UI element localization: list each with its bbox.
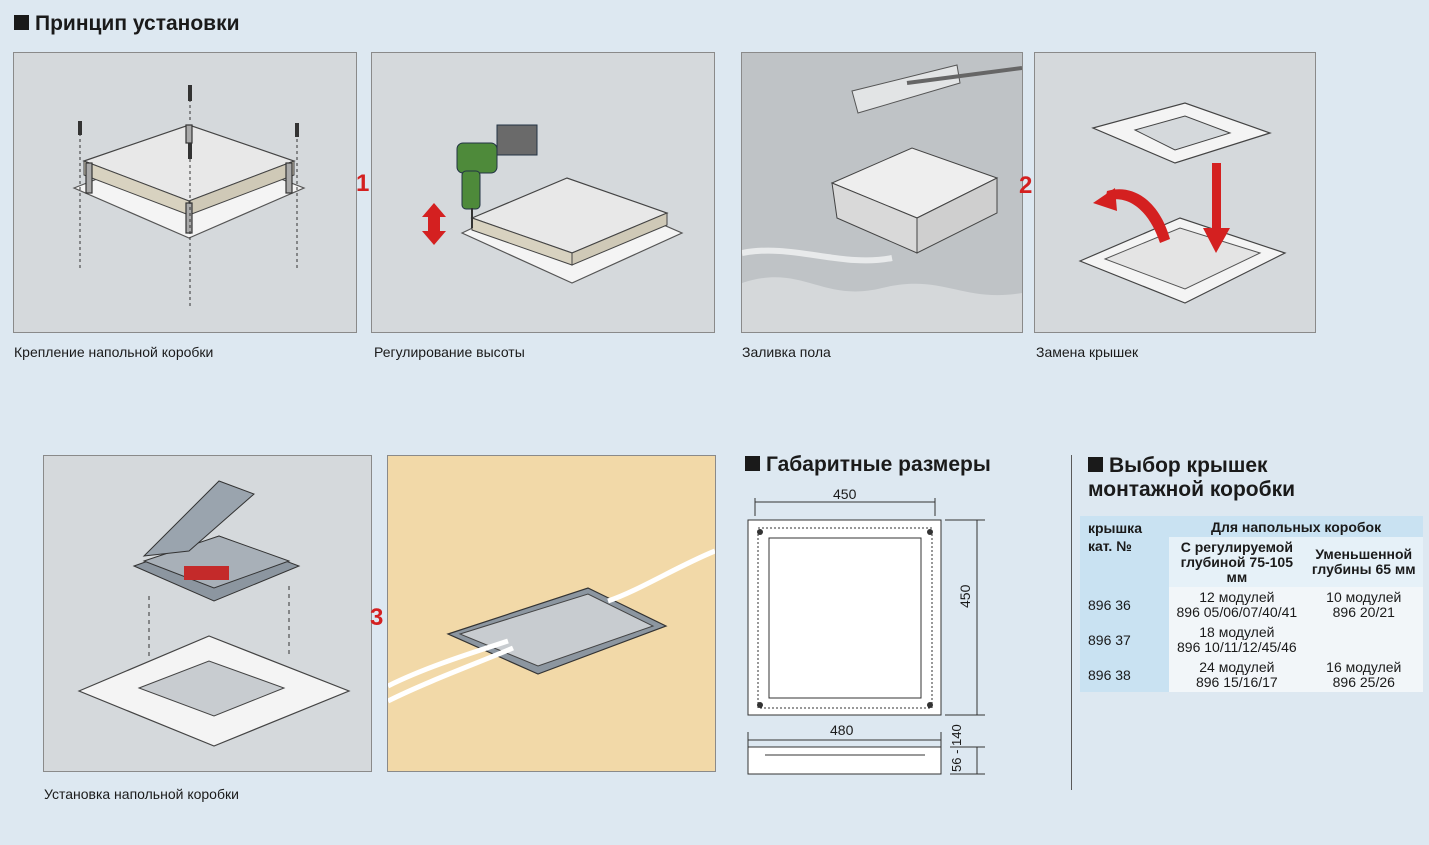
dim-width-bottom: 480 (830, 722, 854, 738)
table-cell-cat: 896 38 (1080, 657, 1170, 692)
image-cover-replacement (1034, 52, 1316, 333)
table-cell-reduced (1304, 622, 1423, 657)
table-cell-cat: 896 36 (1080, 587, 1170, 622)
height-adjustment-illustration (422, 124, 684, 284)
floor-pouring-illustration (742, 64, 1022, 332)
table-cell-cat: 896 37 (1080, 622, 1170, 657)
table-subheader-row: С регулируемой глубиной 75-105 мм Уменьш… (1080, 537, 1423, 587)
section-marker-icon (1088, 457, 1103, 473)
step-number-2: 2 (1019, 172, 1033, 199)
section-marker-icon (745, 456, 760, 472)
step-number-3: 3 (370, 604, 384, 631)
image-height-adjustment (371, 52, 715, 333)
table-header-adjustable: С регулируемой глубиной 75-105 мм (1169, 537, 1305, 587)
cover-replacement-illustration (1078, 102, 1287, 304)
caption-pouring: Заливка пола (742, 344, 831, 360)
caption-replace: Замена крышек (1036, 344, 1139, 360)
dim-width-top: 450 (833, 486, 857, 502)
caption-height: Регулирование высоты (374, 344, 525, 360)
covers-section-title: Выбор крышек монтажной коробки (1088, 454, 1295, 501)
table-header-group: Для напольных коробок (1169, 516, 1423, 537)
floor-box-fixing-illustration (72, 85, 306, 308)
covers-table: крышка кат. № Для напольных коробок С ре… (1080, 516, 1423, 692)
floor-surface-illustration (388, 548, 715, 704)
section-marker-icon (14, 15, 29, 31)
image-floor-pouring (741, 52, 1023, 333)
image-floor-box-install (43, 455, 372, 772)
table-header-cover: крышка кат. № (1080, 516, 1170, 587)
image-floor-surface (387, 455, 716, 772)
install-section-title: Принцип установки (14, 12, 240, 36)
section-divider (1071, 455, 1072, 790)
dimensions-drawing-svg (747, 498, 985, 775)
caption-install: Установка напольной коробки (44, 786, 239, 802)
step-number-1: 1 (356, 170, 370, 197)
dims-section-title: Габаритные размеры (745, 453, 991, 477)
image-fixing-floor-box (13, 52, 357, 333)
table-header-reduced: Уменьшенной глубины 65 мм (1304, 537, 1423, 587)
dimensions-drawing: 450 450 480 56 - 140 (745, 480, 1045, 780)
caption-fixing: Крепление напольной коробки (14, 344, 214, 360)
floor-box-install-illustration (77, 480, 351, 747)
dim-height-side: 450 (957, 584, 973, 608)
table-header-row: крышка кат. № Для напольных коробок (1080, 516, 1423, 587)
dim-depth-range: 56 - 140 (949, 724, 964, 772)
